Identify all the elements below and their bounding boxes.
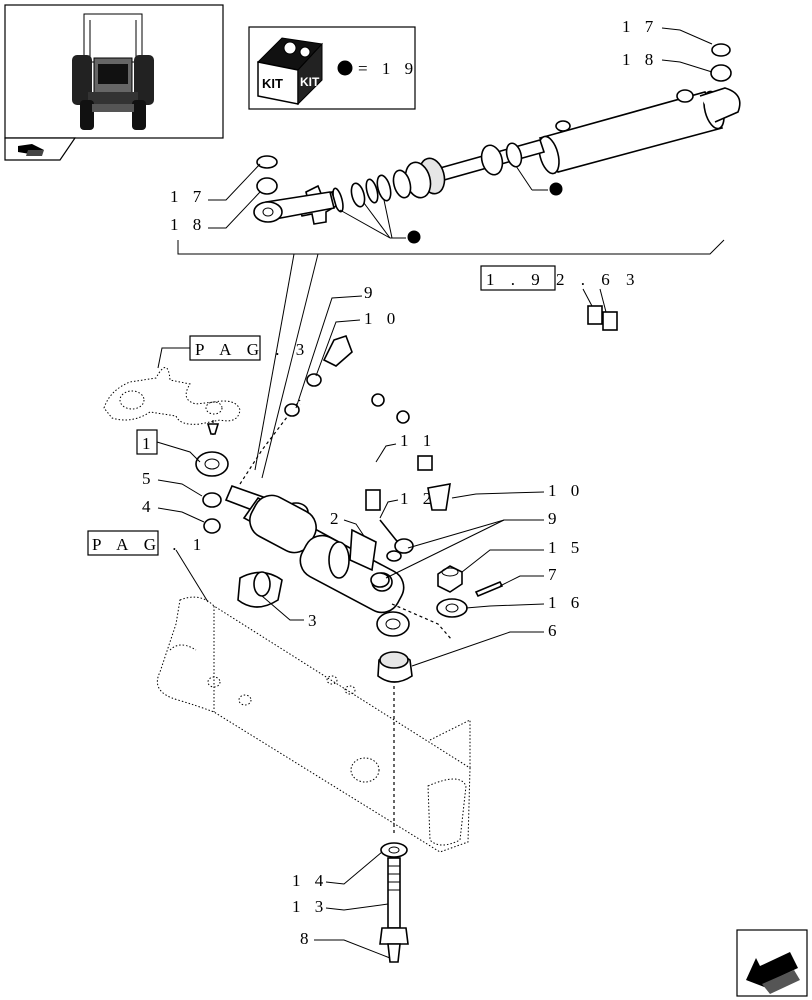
- tractor-thumbnail[interactable]: [4, 4, 224, 161]
- callout-3: 3: [308, 611, 322, 630]
- callout-10-right: 1 0: [548, 481, 584, 500]
- lube-pipe-assembly: [284, 334, 451, 588]
- bolt-assembly: [379, 842, 409, 963]
- ref-pag-3[interactable]: P A G . 3: [157, 335, 310, 369]
- callout-2: 2: [330, 509, 344, 528]
- kit-badge-text-side: KIT: [300, 75, 320, 89]
- ref-boxed-1[interactable]: 1: [136, 429, 201, 463]
- hydraulic-hoses: [371, 305, 618, 424]
- callout-9-right: 9: [548, 509, 562, 528]
- ref-pag-3-text: P A G . 3: [195, 340, 310, 359]
- callout-5: 5: [142, 469, 156, 488]
- callout-18-top: 1 8: [622, 50, 658, 69]
- part-tab-icon: [18, 144, 44, 156]
- callout-18-left: 1 8: [170, 215, 206, 234]
- legend-dot-marker: [337, 60, 353, 76]
- callout-8: 8: [300, 929, 314, 948]
- callout-10-top: 1 0: [364, 309, 400, 328]
- nut-pin-washer: [436, 565, 504, 618]
- callouts: 1 7 1 8 1 7 1 8 9 1 0 1 1 1 2 1 0 9 1 5 …: [142, 17, 713, 959]
- kit-legend-equals: = 1 9: [358, 59, 418, 78]
- callout-14: 1 4: [292, 871, 328, 890]
- callout-9-top: 9: [364, 283, 378, 302]
- tractor-front-icon: [72, 13, 154, 130]
- callout-16: 1 6: [548, 593, 584, 612]
- front-axle-beam: [156, 596, 471, 853]
- callout-13: 1 3: [292, 897, 328, 916]
- bushes-4-5: [202, 492, 222, 534]
- callout-7: 7: [548, 565, 562, 584]
- callout-11: 1 1: [400, 431, 436, 450]
- kit-legend: KIT KIT = 1 9: [248, 26, 418, 110]
- ref-boxed-1-text: 1: [142, 434, 157, 453]
- callout-17-top: 1 7: [622, 17, 658, 36]
- next-page-arrow-icon[interactable]: [736, 929, 808, 997]
- ref-pag-1-text: P A G . 1: [92, 535, 207, 554]
- steering-arm-bracket: [103, 367, 241, 436]
- callout-15: 1 5: [548, 538, 584, 557]
- callout-17-left: 1 7: [170, 187, 206, 206]
- callout-6: 6: [548, 621, 562, 640]
- callout-4: 4: [142, 497, 156, 516]
- kit-badge-text: KIT: [262, 76, 283, 91]
- ref-1-92-63[interactable]: 1 . 9 2 . 6 3: [480, 265, 641, 313]
- steering-cylinder-exploded: [177, 43, 741, 479]
- ref-1-92-63-text: 1 . 9 2 . 6 3: [486, 270, 641, 289]
- ref-pag-1[interactable]: P A G . 1: [87, 530, 209, 603]
- kit-box-icon: KIT KIT: [256, 37, 324, 106]
- callout-12: 1 2: [400, 489, 436, 508]
